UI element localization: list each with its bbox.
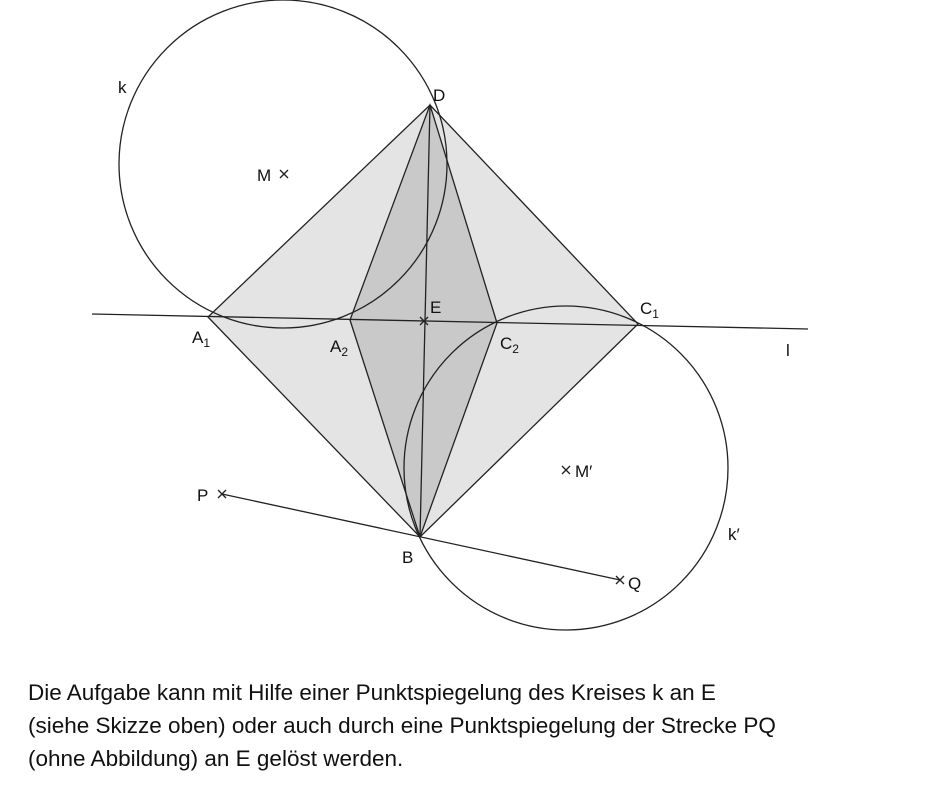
label-b: B	[402, 548, 413, 567]
caption-line-2: (siehe Skizze oben) oder auch durch eine…	[28, 713, 776, 738]
geometry-figure: k D M E C1 A1 A2 C2 l M′ P B k′ Q	[91, 0, 809, 631]
label-d: D	[433, 86, 445, 105]
point-p-marker	[217, 489, 227, 499]
caption-line-3: (ohne Abbildung) an E gelöst werden.	[28, 746, 404, 771]
caption-line-1: Die Aufgabe kann mit Hilfe einer Punktsp…	[28, 680, 716, 705]
diagonal-db	[419, 104, 431, 538]
point-e-marker	[419, 316, 429, 326]
circle-k	[118, 0, 448, 329]
label-k-prime: k′	[728, 525, 740, 544]
label-k: k	[118, 78, 127, 97]
label-a2: A2	[330, 337, 348, 359]
label-m: M	[257, 166, 271, 185]
label-q: Q	[628, 574, 641, 593]
segment-pq	[221, 493, 621, 581]
label-e: E	[430, 298, 441, 317]
circle-k-prime	[403, 305, 729, 631]
line-l	[91, 313, 809, 330]
caption-text: Die Aufgabe kann mit Hilfe einer Punktsp…	[28, 676, 943, 775]
point-m-prime-marker	[561, 465, 571, 475]
label-p: P	[197, 486, 208, 505]
label-a1: A1	[192, 328, 210, 350]
label-c2: C2	[500, 334, 519, 356]
label-c1: C1	[640, 299, 659, 321]
point-q-marker	[615, 575, 625, 585]
label-l: l	[786, 341, 790, 360]
label-m-prime: M′	[575, 462, 592, 481]
point-m-marker	[279, 169, 289, 179]
